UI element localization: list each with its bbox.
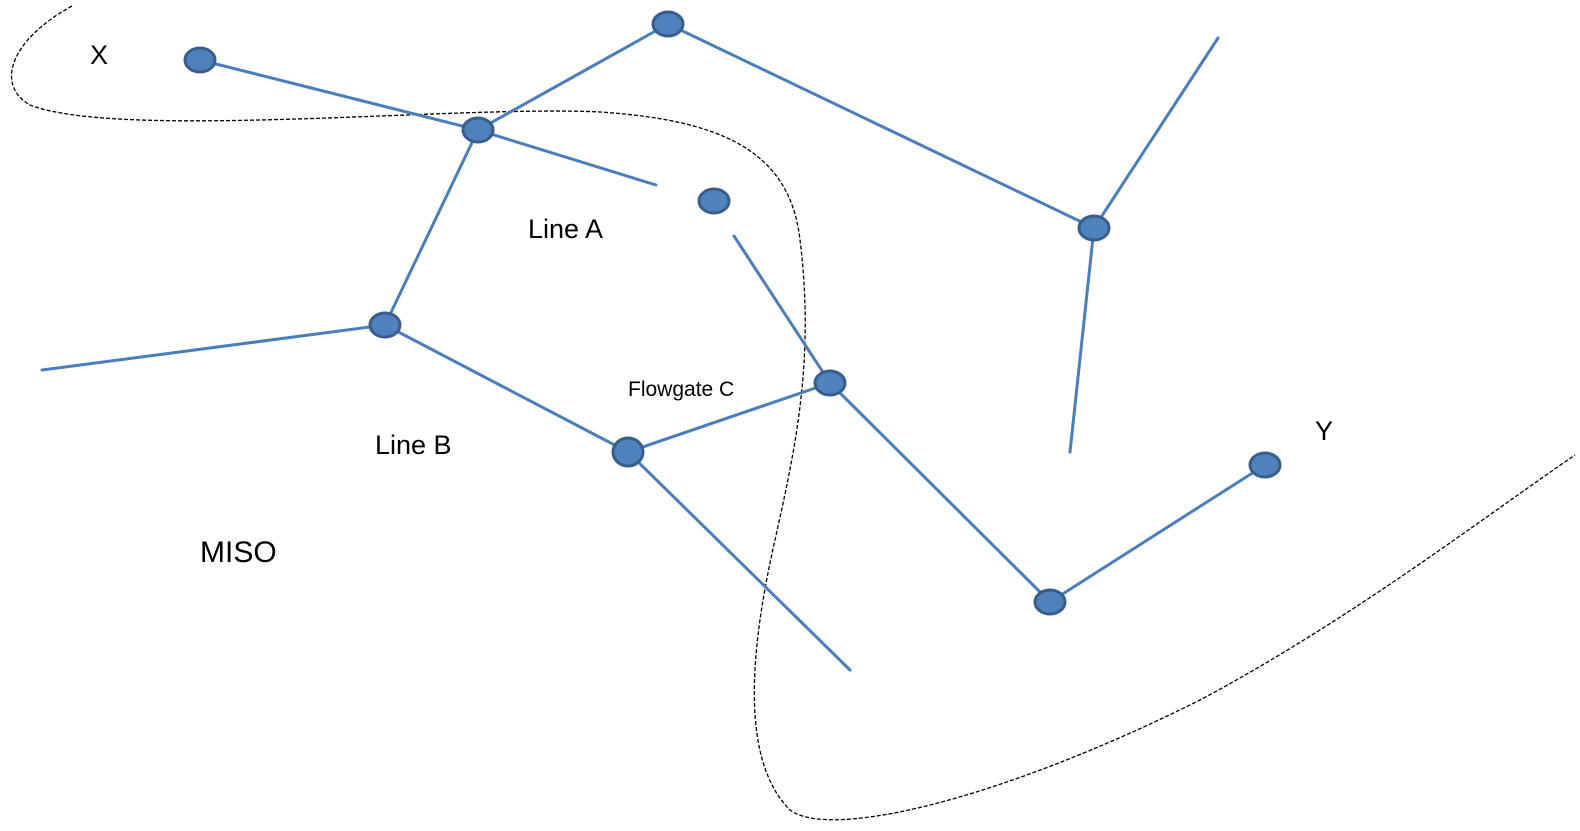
bus-center-icon[interactable]: [611, 436, 645, 468]
line-right-to-up: [1092, 36, 1220, 230]
line-right-to-down: [1068, 226, 1096, 454]
line-x-to-hub: [198, 58, 480, 132]
line-hub-to-west-bus: [383, 128, 480, 327]
label-line-a: Line A: [528, 214, 603, 244]
line-east-bus-to-south: [828, 381, 1052, 604]
label-line-b: Line B: [375, 430, 452, 460]
region-boundary: [10, 5, 1576, 821]
line-south-to-y: [1048, 463, 1267, 604]
bus-x-icon[interactable]: [183, 46, 217, 74]
label-y: Y: [1315, 416, 1333, 446]
label-region-miso: MISO: [200, 536, 277, 569]
labels: X Y Line A Line B Flowgate C MISO: [90, 40, 1333, 569]
line-open-to-east-bus: [732, 234, 832, 385]
transmission-lines: [40, 22, 1267, 672]
bus-top-icon[interactable]: [651, 10, 685, 38]
bus-east-icon[interactable]: [813, 369, 847, 397]
flowgate-c-line: [626, 381, 832, 454]
bus-right-icon[interactable]: [1077, 214, 1111, 242]
bus-y-icon[interactable]: [1248, 451, 1282, 479]
line-hub-to-top: [476, 22, 670, 132]
bus-isolated-icon[interactable]: [697, 187, 731, 215]
label-x: X: [90, 40, 108, 70]
bus-nodes: [183, 10, 1282, 616]
bus-south-icon[interactable]: [1033, 588, 1067, 616]
label-flowgate-c: Flowgate C: [628, 378, 734, 401]
line-b: [383, 323, 630, 454]
line-a: [476, 128, 658, 187]
line-top-to-right: [666, 22, 1096, 230]
line-west-stub: [40, 323, 387, 372]
bus-west-icon[interactable]: [368, 311, 402, 339]
bus-hub-icon[interactable]: [461, 116, 495, 144]
line-south-stub: [626, 450, 852, 672]
